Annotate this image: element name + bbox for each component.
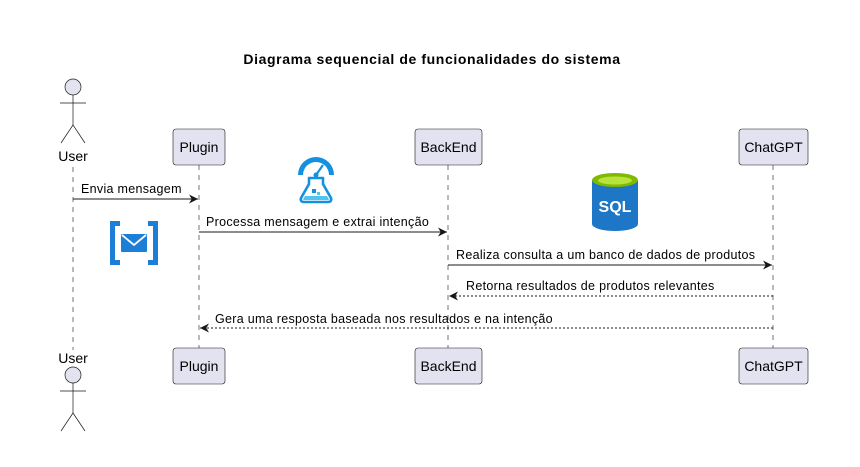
message-5: Gera uma resposta baseada nos resultados…: [200, 312, 773, 333]
participant-backend-bottom: BackEnd: [414, 347, 483, 385]
message-2: Processa mensagem e extrai intenção: [199, 215, 447, 237]
participant-backend-bottom-label: BackEnd: [420, 358, 476, 374]
sql-database-icon: SQL: [592, 173, 638, 231]
actor-user-top-label: User: [58, 148, 88, 164]
diagram-title: Diagrama sequencial de funcionalidades d…: [243, 51, 620, 67]
ai-flask-gauge-icon: [298, 157, 334, 204]
participant-plugin-bottom: Plugin: [172, 347, 226, 385]
participant-plugin-top: Plugin: [172, 128, 226, 166]
message-3-label: Realiza consulta a um banco de dados de …: [456, 248, 755, 262]
sql-icon-text: SQL: [599, 199, 632, 216]
actor-user-top: User: [58, 78, 88, 164]
message-1-label: Envia mensagem: [81, 182, 182, 196]
participant-plugin-bottom-label: Plugin: [180, 358, 219, 374]
actor-user-bottom-label: User: [58, 350, 88, 366]
participant-chatgpt-top-label: ChatGPT: [744, 139, 803, 155]
message-5-label: Gera uma resposta baseada nos resultados…: [215, 312, 553, 326]
message-4: Retorna resultados de produtos relevante…: [449, 279, 773, 301]
queue-mail-icon: [110, 221, 158, 265]
message-4-label: Retorna resultados de produtos relevante…: [466, 279, 715, 293]
participant-chatgpt-bottom-label: ChatGPT: [744, 358, 803, 374]
message-1: Envia mensagem: [73, 182, 198, 204]
actor-user-bottom: User: [58, 350, 88, 432]
message-3: Realiza consulta a um banco de dados de …: [448, 248, 772, 270]
participant-plugin-top-label: Plugin: [180, 139, 219, 155]
participant-backend-top: BackEnd: [414, 128, 483, 166]
participant-chatgpt-bottom: ChatGPT: [738, 347, 809, 385]
message-2-label: Processa mensagem e extrai intenção: [206, 215, 429, 229]
participant-backend-top-label: BackEnd: [420, 139, 476, 155]
participant-chatgpt-top: ChatGPT: [738, 128, 809, 166]
